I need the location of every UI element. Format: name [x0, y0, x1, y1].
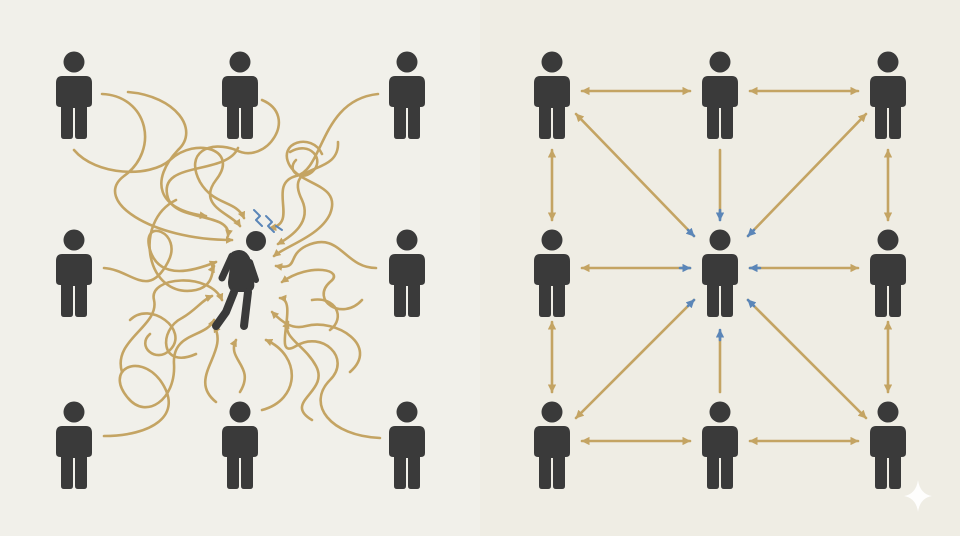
center-blue-arrows — [678, 208, 762, 342]
network-arrows — [547, 86, 893, 446]
sparkle-icon — [904, 480, 932, 512]
stressed-person-icon — [212, 231, 266, 330]
tangled-threads — [72, 90, 382, 440]
stress-marks — [253, 209, 283, 233]
